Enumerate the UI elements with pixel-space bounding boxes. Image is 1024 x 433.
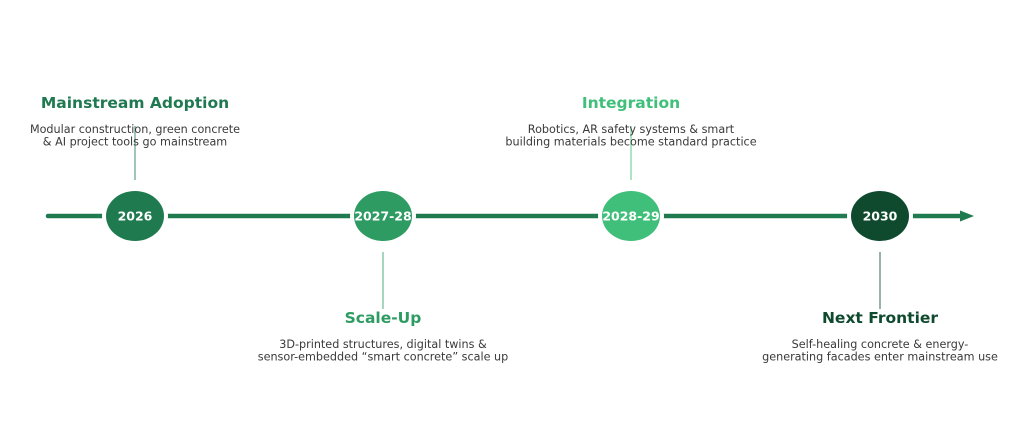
milestone-title: Integration — [582, 94, 680, 112]
milestone-title: Scale-Up — [345, 309, 422, 327]
milestone-node — [851, 191, 909, 241]
timeline-arrow-head — [960, 210, 974, 222]
milestone-description-line: Robotics, AR safety systems & smart — [528, 123, 735, 136]
milestone-description-line: building materials become standard pract… — [505, 136, 756, 149]
milestone-description-line: Modular construction, green concrete — [30, 123, 240, 136]
milestone-description-line: 3D-printed structures, digital twins & — [279, 338, 487, 351]
milestone-year: 2026 — [118, 209, 153, 224]
milestone-node — [106, 191, 164, 241]
milestone-description-line: Self-healing concrete & energy- — [792, 338, 969, 351]
milestone-title: Mainstream Adoption — [41, 94, 229, 112]
milestone-description-line: generating facades enter mainstream use — [762, 351, 998, 364]
milestone-year: 2027-28 — [354, 209, 411, 224]
milestone-year: 2030 — [863, 209, 898, 224]
milestone-description-line: sensor-embedded “smart concrete” scale u… — [258, 351, 509, 364]
milestone-node — [354, 191, 412, 241]
milestone-title: Next Frontier — [822, 309, 938, 327]
milestone-node — [602, 191, 660, 241]
milestone-description-line: & AI project tools go mainstream — [43, 136, 227, 149]
timeline-axis-group — [45, 210, 974, 222]
milestone-year: 2028-29 — [602, 209, 659, 224]
